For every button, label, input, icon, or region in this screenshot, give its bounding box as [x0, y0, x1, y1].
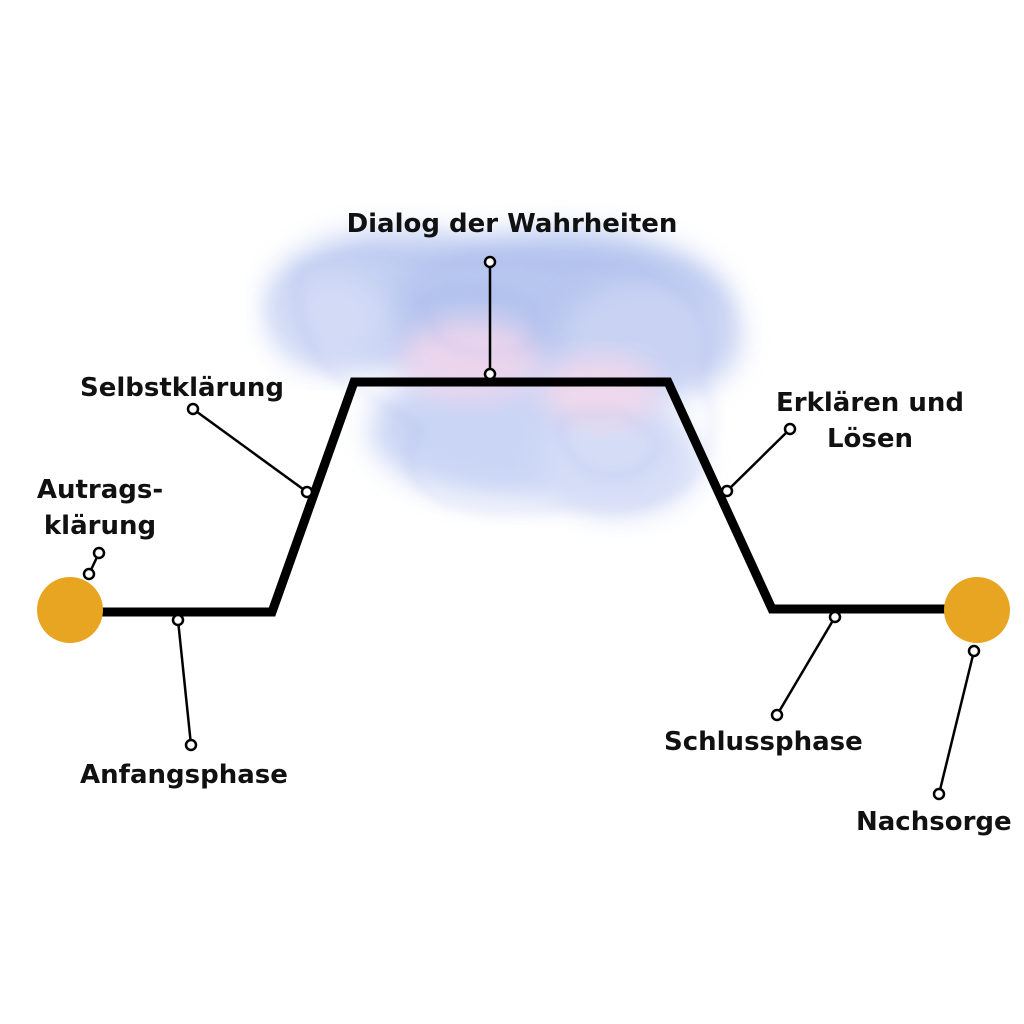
dot-dialog: [483, 255, 497, 269]
dot-erklaeren: [783, 422, 797, 436]
dot-auftrag: [92, 546, 106, 560]
label-nachsorge: Nachsorge: [856, 804, 1012, 840]
label-auftragsklaerung-line2: klärung: [43, 511, 157, 541]
label-nachsorge-text: Nachsorge: [856, 807, 1012, 837]
label-erklaeren-und-loesen: Erklären und Lösen: [760, 385, 980, 457]
label-schlussphase-text: Schlussphase: [664, 727, 863, 757]
label-auftragsklaerung: Autrags- klärung: [30, 472, 170, 544]
leader-anfang: [176, 619, 193, 746]
dot-auftrag-path: [82, 567, 96, 581]
label-auftragsklaerung-line1: Autrags-: [36, 475, 164, 505]
label-selbstklaerung: Selbstklärung: [80, 370, 284, 406]
label-erklaeren-line2: Lösen: [826, 424, 914, 454]
leader-schluss: [775, 616, 837, 716]
label-anfangsphase-text: Anfangsphase: [80, 760, 288, 790]
label-schlussphase: Schlussphase: [664, 724, 863, 760]
dot-selbst: [186, 402, 200, 416]
dot-selbst-path: [300, 485, 314, 499]
process-path: [100, 377, 950, 617]
label-selbstklaerung-text: Selbstklärung: [80, 373, 284, 403]
watercolor-cloud: [270, 230, 740, 515]
leader-erklaeren: [726, 428, 791, 492]
leader-selbst: [192, 407, 308, 494]
leader-nachsorge: [937, 650, 976, 795]
callout-dots: [82, 255, 981, 801]
label-erklaeren-line1: Erklären und: [776, 388, 964, 418]
dot-erklaeren-path: [720, 484, 734, 498]
label-anfangsphase: Anfangsphase: [80, 757, 288, 793]
dot-schluss-path: [828, 610, 842, 624]
dot-nachsorge-path: [967, 644, 981, 658]
dot-dialog-path: [483, 367, 497, 381]
dot-schluss: [770, 708, 784, 722]
dot-anfang: [184, 738, 198, 752]
label-dialog-der-wahrheiten: Dialog der Wahrheiten: [332, 206, 692, 242]
dot-nachsorge: [932, 787, 946, 801]
callout-lines: [87, 262, 976, 795]
end-point: [944, 577, 1010, 643]
start-point: [37, 577, 103, 643]
dot-anfang-path: [171, 613, 185, 627]
label-dialog-text: Dialog der Wahrheiten: [346, 209, 678, 239]
